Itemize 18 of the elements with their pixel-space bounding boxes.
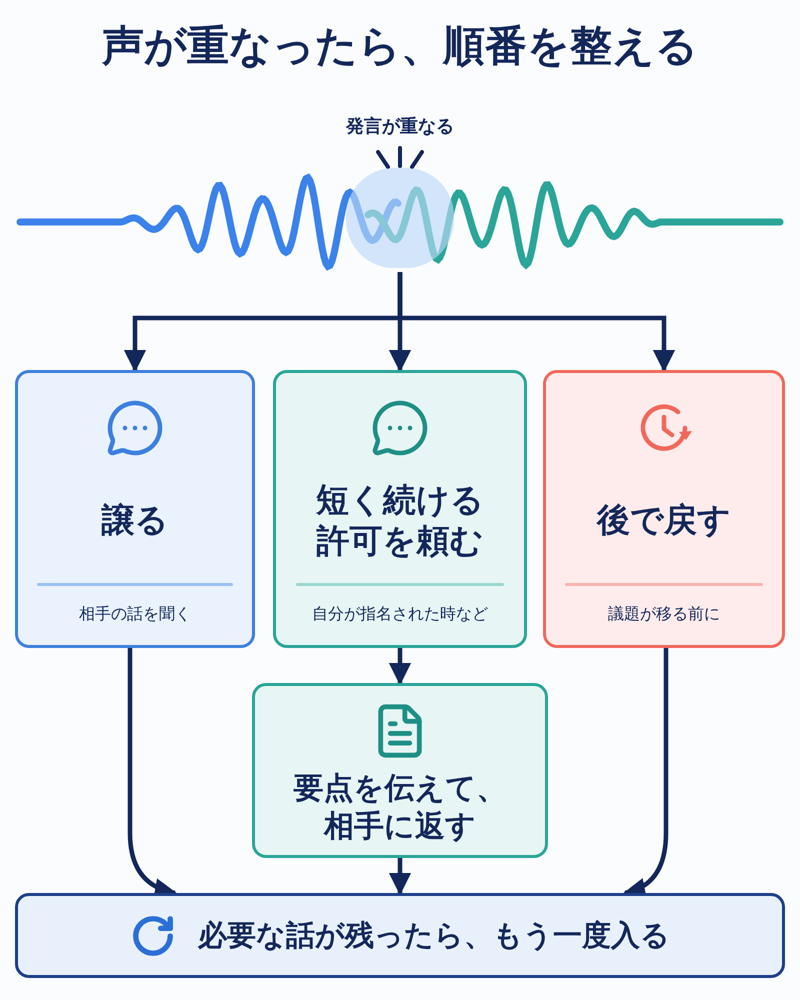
arrow [398, 272, 676, 372]
option-box [15, 370, 255, 648]
option-box [543, 370, 785, 648]
step-box [252, 683, 548, 858]
arrow [388, 648, 412, 686]
box-title: 後で戻す [597, 499, 731, 541]
arrow [388, 858, 412, 896]
title: 声が重なったら、順番を整える [101, 20, 699, 72]
box-title: 必要な話が残ったら、もう一度入る [198, 917, 670, 954]
box-subtitle: 議題が移る前に [608, 604, 720, 625]
box-title: 要点を伝えて、相手に返す [292, 770, 508, 845]
result-box [15, 893, 785, 978]
box-title: 譲る [102, 499, 168, 541]
box-subtitle: 自分が指名された時など [312, 604, 488, 625]
box-subtitle: 相手の話を聞く [79, 604, 191, 625]
option-box [273, 370, 527, 648]
box-title: 短く続ける許可を頼む [314, 478, 485, 562]
overlap-label: 発言が重なる [346, 115, 454, 138]
